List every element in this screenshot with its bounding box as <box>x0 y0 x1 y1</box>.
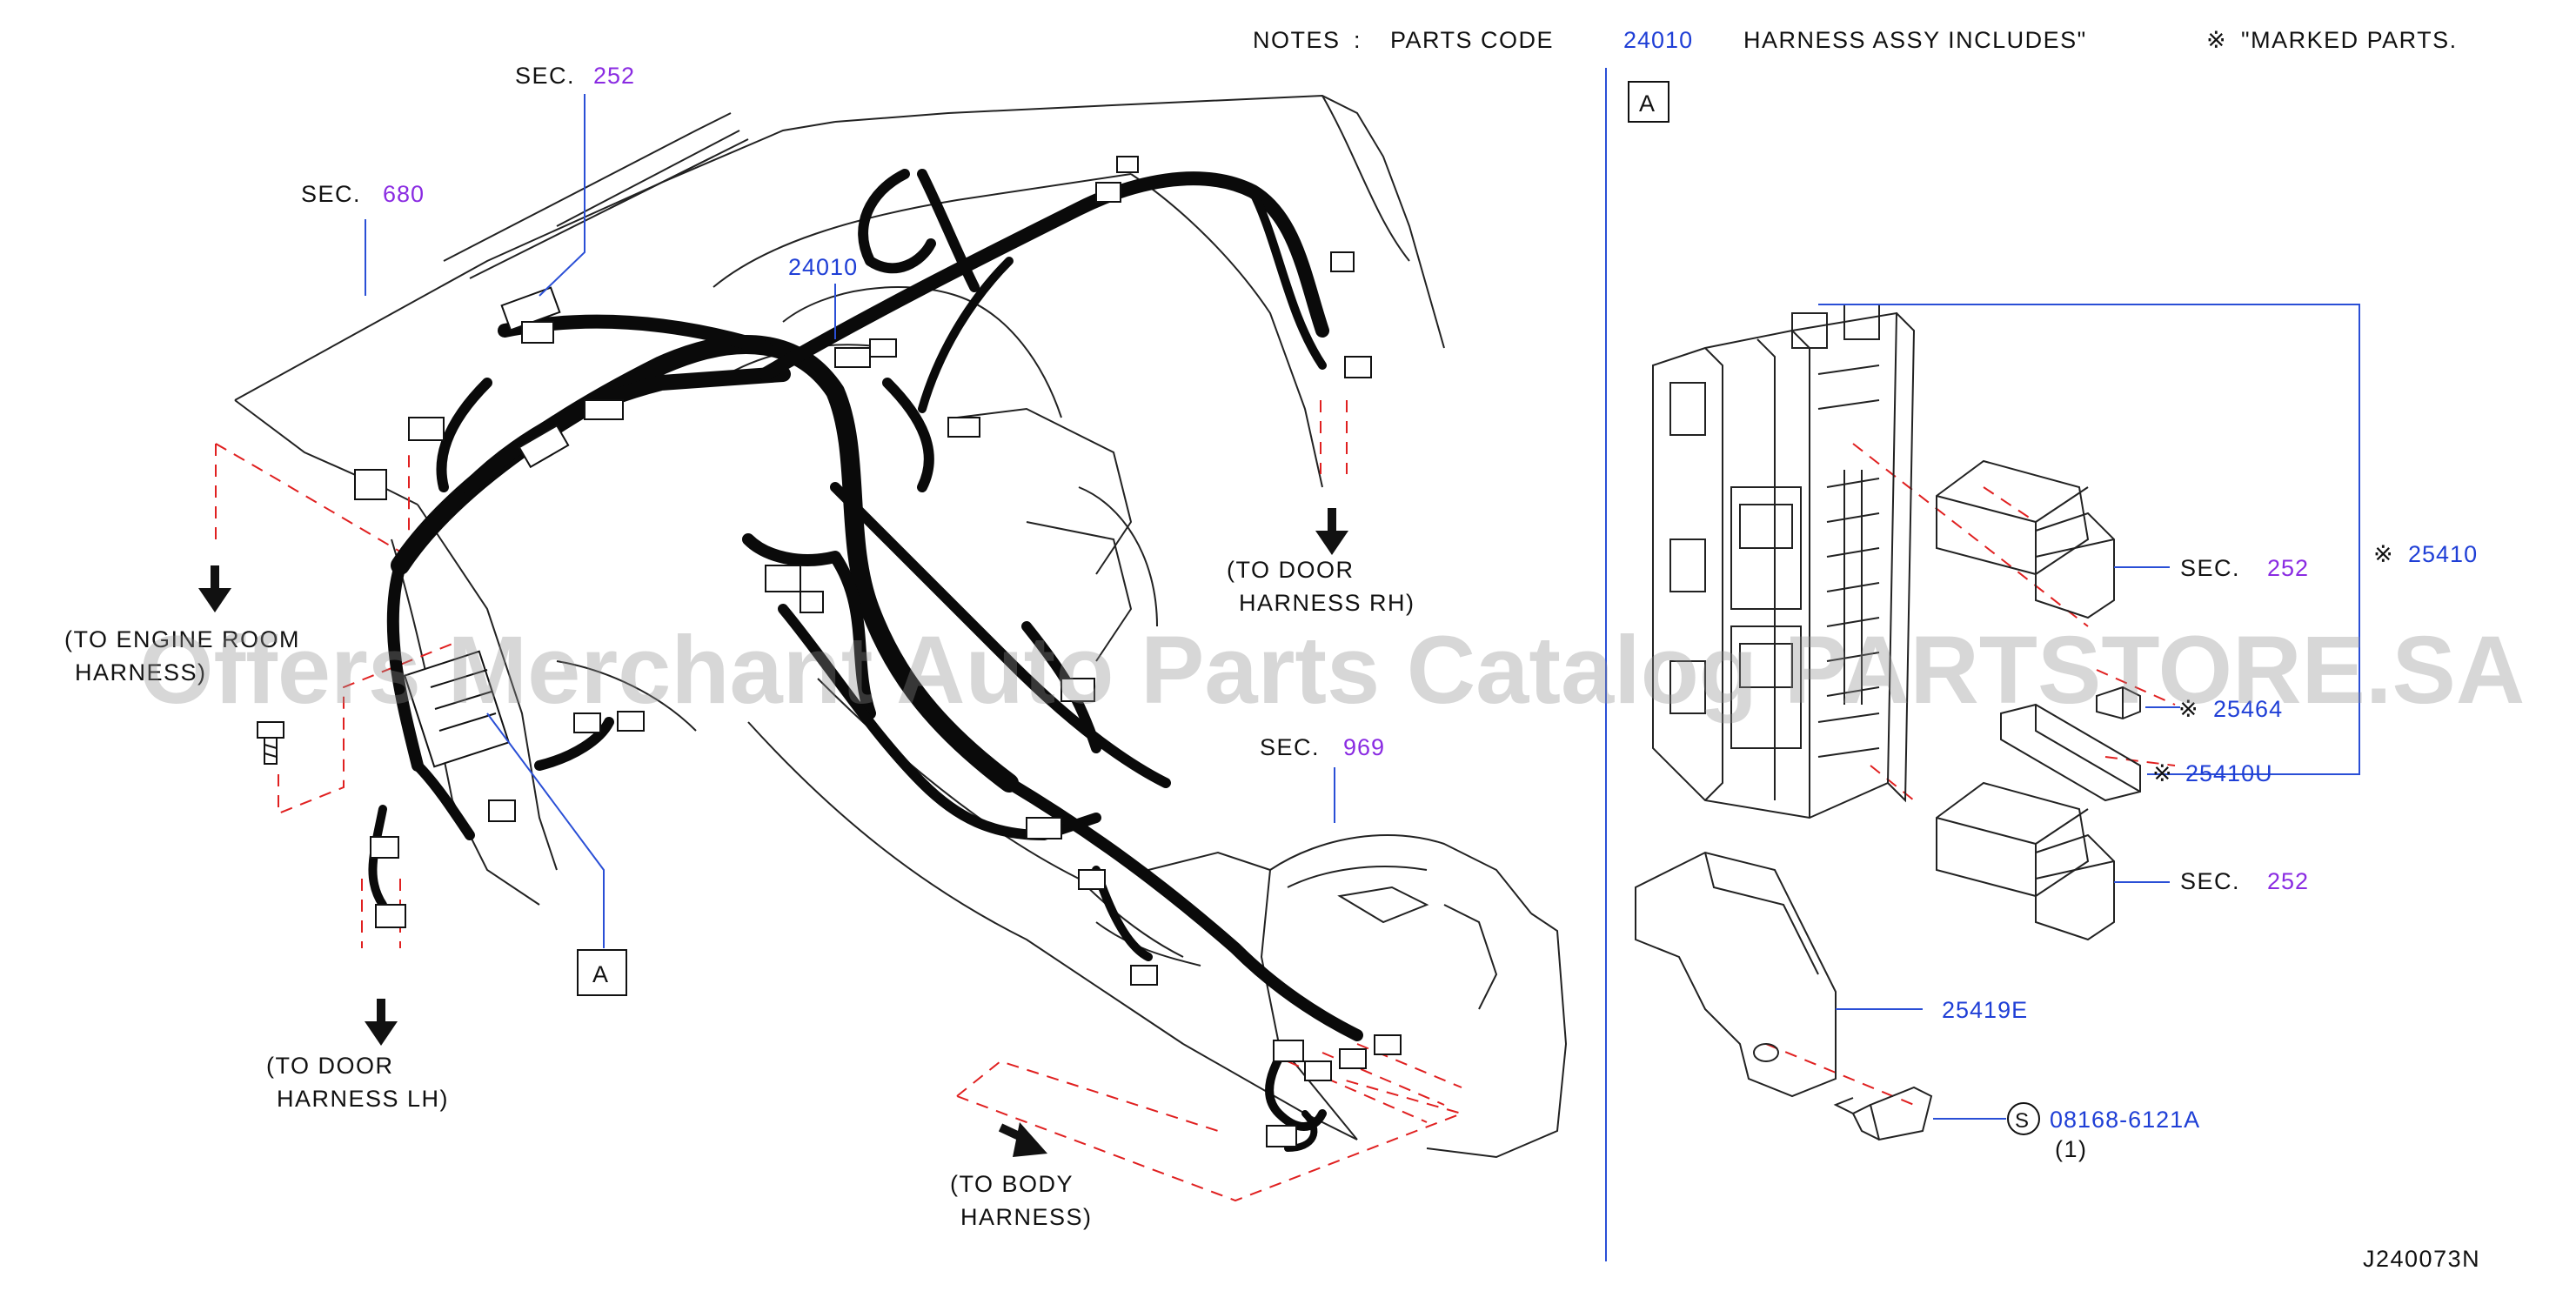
dest-body-line1: (TO BODY <box>950 1171 1074 1197</box>
left-labels: SEC. 252 SEC. 680 24010 A SEC. 969 (TO E… <box>64 63 1415 1230</box>
sec-label: SEC. <box>301 181 361 207</box>
view-a-callout-left: A <box>592 961 610 987</box>
leader-view-a <box>486 712 605 948</box>
relay-upper-drawing <box>1936 459 2115 619</box>
bracket-drawing <box>1635 851 1837 1098</box>
part-25410U-link[interactable]: 25410U <box>2185 760 2273 786</box>
part-25464-link[interactable]: 25464 <box>2213 696 2283 722</box>
leader-sec252-top <box>539 94 585 297</box>
notes-mark-symbol: ※ <box>2206 27 2227 53</box>
arrow-right-down-icon <box>998 1122 1047 1157</box>
view-a-callout-right: A <box>1639 90 1656 117</box>
watermark: Offers Merchant Auto Parts Catalog PARTS… <box>139 617 2525 724</box>
sec-680-link[interactable]: 680 <box>383 181 425 207</box>
part-25419E-link[interactable]: 25419E <box>1942 997 2028 1023</box>
sec-label: SEC. <box>2180 868 2240 894</box>
notes-header: NOTES : PARTS CODE 24010 HARNESS ASSY IN… <box>1253 27 2458 53</box>
fuse-box-drawing <box>1652 304 1916 819</box>
part-25410-link[interactable]: 25410 <box>2408 541 2478 567</box>
sec-252-relay-lower-link[interactable]: 252 <box>2267 868 2309 894</box>
dashed-guides <box>215 400 2176 1202</box>
fuse-block-drawing <box>2000 703 2141 802</box>
mark-25410: ※ <box>2373 541 2394 567</box>
diagram-id: J240073N <box>2363 1246 2480 1272</box>
view-a-callout-box[interactable] <box>577 949 627 996</box>
sec-label: SEC. <box>2180 555 2240 581</box>
screw-symbol-circle <box>2007 1102 2040 1135</box>
leader-25410-bracket <box>1818 304 2360 775</box>
dest-engine-room-line1: (TO ENGINE ROOM <box>64 626 300 652</box>
mark-25464: ※ <box>2178 696 2199 722</box>
sec-label: SEC. <box>515 63 575 89</box>
dest-door-rh-line2: HARNESS RH) <box>1239 590 1415 616</box>
main-harness <box>368 169 1363 1152</box>
dest-door-lh-line2: HARNESS LH) <box>277 1086 449 1112</box>
sec-252-relay-upper-link[interactable]: 252 <box>2267 555 2309 581</box>
notes-code-link[interactable]: 24010 <box>1623 27 1693 53</box>
part-24010-link[interactable]: 24010 <box>788 254 858 280</box>
view-a-label-box <box>1628 81 1669 123</box>
part-08168-6121A-link[interactable]: 08168-6121A <box>2050 1107 2200 1133</box>
dest-engine-room-line2: HARNESS) <box>75 659 207 686</box>
arrow-down-icon <box>365 999 398 1046</box>
dest-door-lh-line1: (TO DOOR <box>266 1053 394 1079</box>
screw-drawing <box>1833 1086 1933 1141</box>
notes-colon: : <box>1354 27 1362 53</box>
notes-harness-text: HARNESS ASSY INCLUDES" <box>1743 27 2087 53</box>
sec-969-link[interactable]: 969 <box>1343 734 1385 760</box>
dest-body-line2: HARNESS) <box>960 1204 1093 1230</box>
bolt-icon <box>257 721 284 765</box>
harness-connectors <box>354 156 1402 1147</box>
screw-symbol: S <box>2015 1109 2031 1133</box>
notes-prefix: NOTES <box>1253 27 1341 53</box>
notes-parts-code: PARTS CODE <box>1390 27 1554 53</box>
fuse-drawing <box>2096 686 2141 720</box>
sec-252-top-link[interactable]: 252 <box>593 63 635 89</box>
mark-25410U: ※ <box>2152 760 2173 786</box>
arrow-down-icon <box>198 565 231 612</box>
notes-marked-parts: "MARKED PARTS. <box>2241 27 2458 53</box>
detail-view-a: A <box>1628 81 2478 1162</box>
relay-lower-drawing <box>1936 781 2115 941</box>
dest-door-rh-line1: (TO DOOR <box>1227 557 1355 583</box>
sec-label: SEC. <box>1260 734 1320 760</box>
screw-quantity: (1) <box>2055 1136 2088 1162</box>
arrow-down-icon <box>1315 508 1348 555</box>
